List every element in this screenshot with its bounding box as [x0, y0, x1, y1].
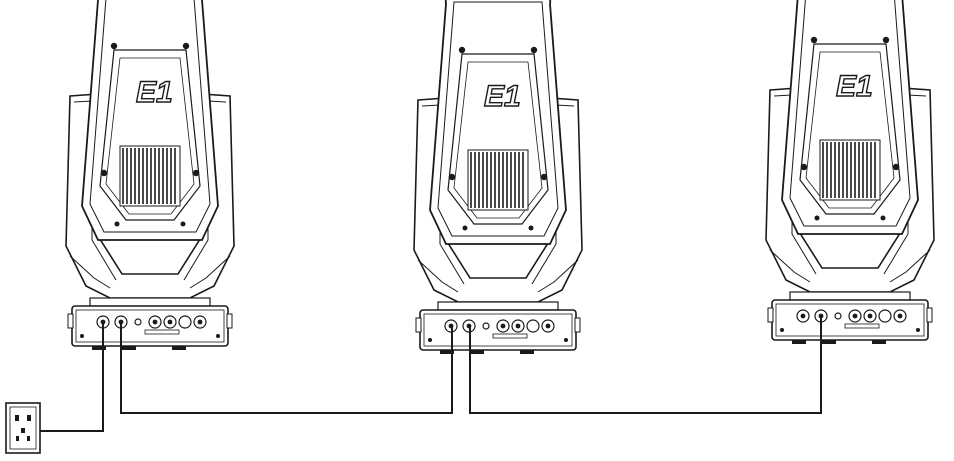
moving-head-fixture-3: E1	[765, 0, 935, 345]
fixture-logo: E1	[836, 70, 873, 103]
link-cable-1-2	[120, 322, 453, 414]
power-cables	[40, 316, 822, 432]
link-cable-2-3	[469, 316, 822, 414]
fixture-logo: E1	[484, 80, 521, 113]
moving-head-fixture-2: E1	[413, 0, 583, 355]
power-in-cable	[40, 322, 104, 432]
moving-head-fixture-1: E1	[65, 0, 235, 351]
fixture-logo: E1	[136, 76, 173, 109]
power-outlet-icon	[5, 402, 41, 454]
